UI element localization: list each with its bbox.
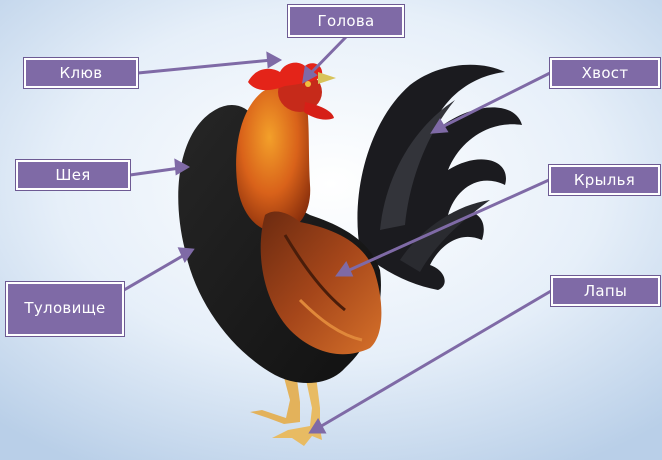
- label-head: Голова: [288, 5, 404, 37]
- label-body: Туловище: [6, 282, 124, 336]
- label-tail: Хвост: [550, 58, 660, 88]
- label-legs: Лапы: [551, 276, 660, 306]
- label-wings: Крылья: [549, 165, 660, 195]
- label-beak: Клюв: [24, 58, 138, 88]
- label-neck: Шея: [16, 160, 130, 190]
